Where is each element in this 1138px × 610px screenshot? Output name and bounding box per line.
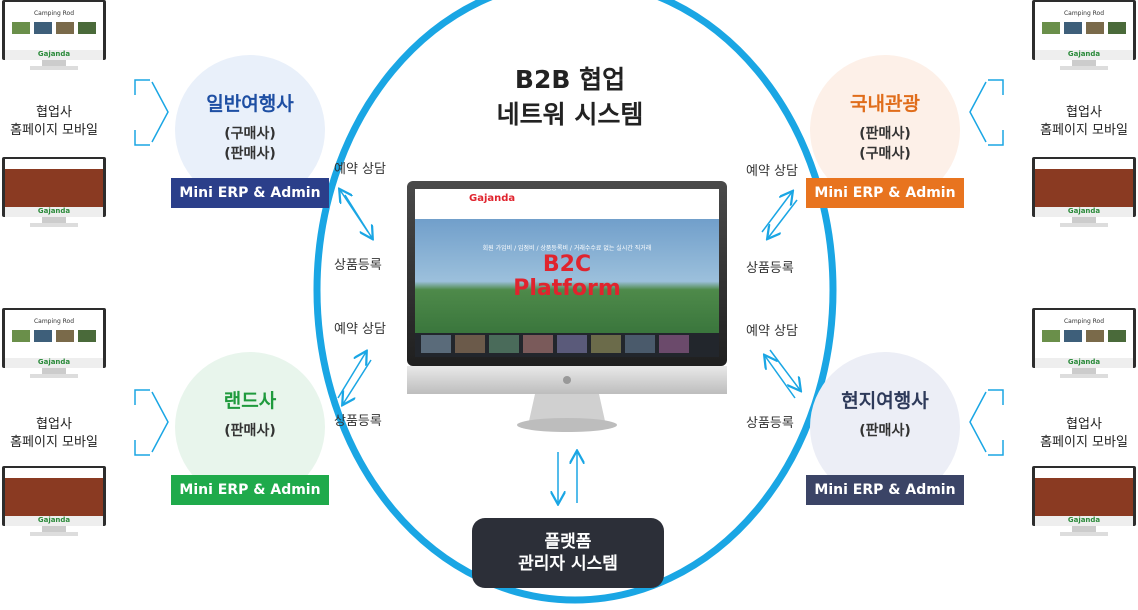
node-name: 일반여행사 bbox=[206, 93, 294, 115]
partner-caption: 협업사 홈페이지 모바일 bbox=[1024, 104, 1138, 140]
thumb-site: Camping Rod bbox=[33, 10, 75, 17]
thumb-site: Camping Rod bbox=[33, 318, 75, 325]
chevron-left-top2 bbox=[134, 130, 150, 146]
partner-caption: 협업사 홈페이지 모바일 bbox=[0, 416, 114, 452]
partner-homepage-thumb: Gajanda Camping Rod bbox=[1032, 308, 1136, 380]
thumb-site: Camping Rod bbox=[1063, 318, 1105, 325]
badge-local: Mini ERP & Admin bbox=[806, 475, 964, 505]
chevron-rb3 bbox=[988, 440, 1004, 456]
partner-caption: 협업사 홈페이지 모바일 bbox=[1024, 416, 1138, 452]
monitor-overlay: B2C Platform bbox=[507, 253, 627, 301]
caption-line1: 협업사 bbox=[36, 105, 72, 120]
caption-line1: 협업사 bbox=[1066, 417, 1102, 432]
overlay-line2: Platform bbox=[513, 276, 621, 301]
monitor-graphic bbox=[407, 181, 727, 432]
partner-mobile-thumb: Gajanda bbox=[2, 466, 106, 538]
title-line1: B2B 협업 bbox=[514, 65, 626, 94]
caption-line2: 홈페이지 모바일 bbox=[1040, 435, 1128, 450]
caption-line1: 협업사 bbox=[1066, 105, 1102, 120]
partner-mobile-thumb: Gajanda bbox=[1032, 157, 1136, 229]
node-role: (판매사) bbox=[859, 423, 911, 439]
caption-line2: 홈페이지 모바일 bbox=[10, 435, 98, 450]
caption-line2: 홈페이지 모바일 bbox=[1040, 123, 1128, 138]
node-role: (판매사) bbox=[224, 423, 276, 439]
partner-mobile-thumb: Gajanda bbox=[1032, 466, 1136, 538]
platform-line1: 플랫폼 bbox=[544, 532, 592, 552]
monitor-headline: 회원 가입비 / 입점비 / 상품등록비 / 거래수수료 없는 실시간 직거래 bbox=[482, 245, 652, 252]
partner-homepage-thumb: Gajanda Camping Rod bbox=[2, 308, 106, 380]
thumb-brand: Gajanda bbox=[37, 358, 71, 366]
network-ring bbox=[313, 0, 837, 604]
thumb-site: Camping Rod bbox=[1063, 10, 1105, 17]
thumb-brand: Gajanda bbox=[1067, 207, 1101, 215]
label-register-bl: 상품등록 bbox=[334, 414, 382, 429]
chevron-left-bot bbox=[134, 389, 150, 405]
central-monitor: Gajanda 회원 가입비 / 입점비 / 상품등록비 / 거래수수료 없는 … bbox=[407, 181, 727, 436]
thumb-brand: Gajanda bbox=[37, 516, 71, 524]
partner-homepage-thumb: Gajanda Camping Rod bbox=[2, 0, 106, 72]
chevron-rb1 bbox=[969, 391, 987, 453]
label-consult-tl: 예약 상담 bbox=[334, 162, 386, 177]
diagram-title: B2B 협업 네트워 시스템 bbox=[470, 62, 670, 132]
chevron-left-top bbox=[134, 79, 150, 95]
partner-caption: 협업사 홈페이지 모바일 bbox=[0, 104, 114, 140]
label-register-tr: 상품등록 bbox=[746, 261, 794, 276]
thumb-brand: Gajanda bbox=[37, 50, 71, 58]
chevron-rt1 bbox=[969, 81, 987, 143]
label-consult-tr: 예약 상담 bbox=[746, 164, 798, 179]
partner-homepage-thumb: Gajanda Camping Rod bbox=[1032, 0, 1136, 72]
node-role: (판매사) bbox=[859, 126, 911, 142]
thumb-brand: Gajanda bbox=[37, 207, 71, 215]
node-role: (구매사) bbox=[224, 126, 276, 142]
node-name: 랜드사 bbox=[223, 390, 277, 412]
chevron-rb2 bbox=[988, 389, 1004, 405]
node-role: (판매사) bbox=[224, 146, 276, 162]
label-consult-bl: 예약 상담 bbox=[334, 322, 386, 337]
platform-line2: 관리자 시스템 bbox=[518, 554, 618, 574]
node-role: (구매사) bbox=[859, 146, 911, 162]
monitor-logo: Gajanda bbox=[469, 193, 516, 204]
overlay-line1: B2C bbox=[542, 252, 592, 277]
chevron-right-top bbox=[151, 81, 169, 143]
label-register-tl: 상품등록 bbox=[334, 258, 382, 273]
chevron-left-bot2 bbox=[134, 440, 150, 456]
chevron-rt3 bbox=[988, 130, 1004, 146]
thumb-brand: Gajanda bbox=[1067, 358, 1101, 366]
badge-land: Mini ERP & Admin bbox=[171, 475, 329, 505]
platform-admin-box: 플랫폼 관리자 시스템 bbox=[472, 518, 664, 588]
chevron-right-bot bbox=[151, 391, 169, 453]
node-name: 현지여행사 bbox=[841, 390, 929, 412]
thumb-brand: Gajanda bbox=[1067, 50, 1101, 58]
partner-mobile-thumb: Gajanda bbox=[2, 157, 106, 229]
label-consult-br: 예약 상담 bbox=[746, 324, 798, 339]
badge-general: Mini ERP & Admin bbox=[171, 178, 329, 208]
label-register-br: 상품등록 bbox=[746, 416, 794, 431]
thumb-brand: Gajanda bbox=[1067, 516, 1101, 524]
caption-line2: 홈페이지 모바일 bbox=[10, 123, 98, 138]
badge-domestic: Mini ERP & Admin bbox=[806, 178, 964, 208]
chevron-rt2 bbox=[988, 79, 1004, 95]
node-name: 국내관광 bbox=[850, 93, 920, 115]
caption-line1: 협업사 bbox=[36, 417, 72, 432]
title-line2: 네트워 시스템 bbox=[496, 100, 644, 129]
